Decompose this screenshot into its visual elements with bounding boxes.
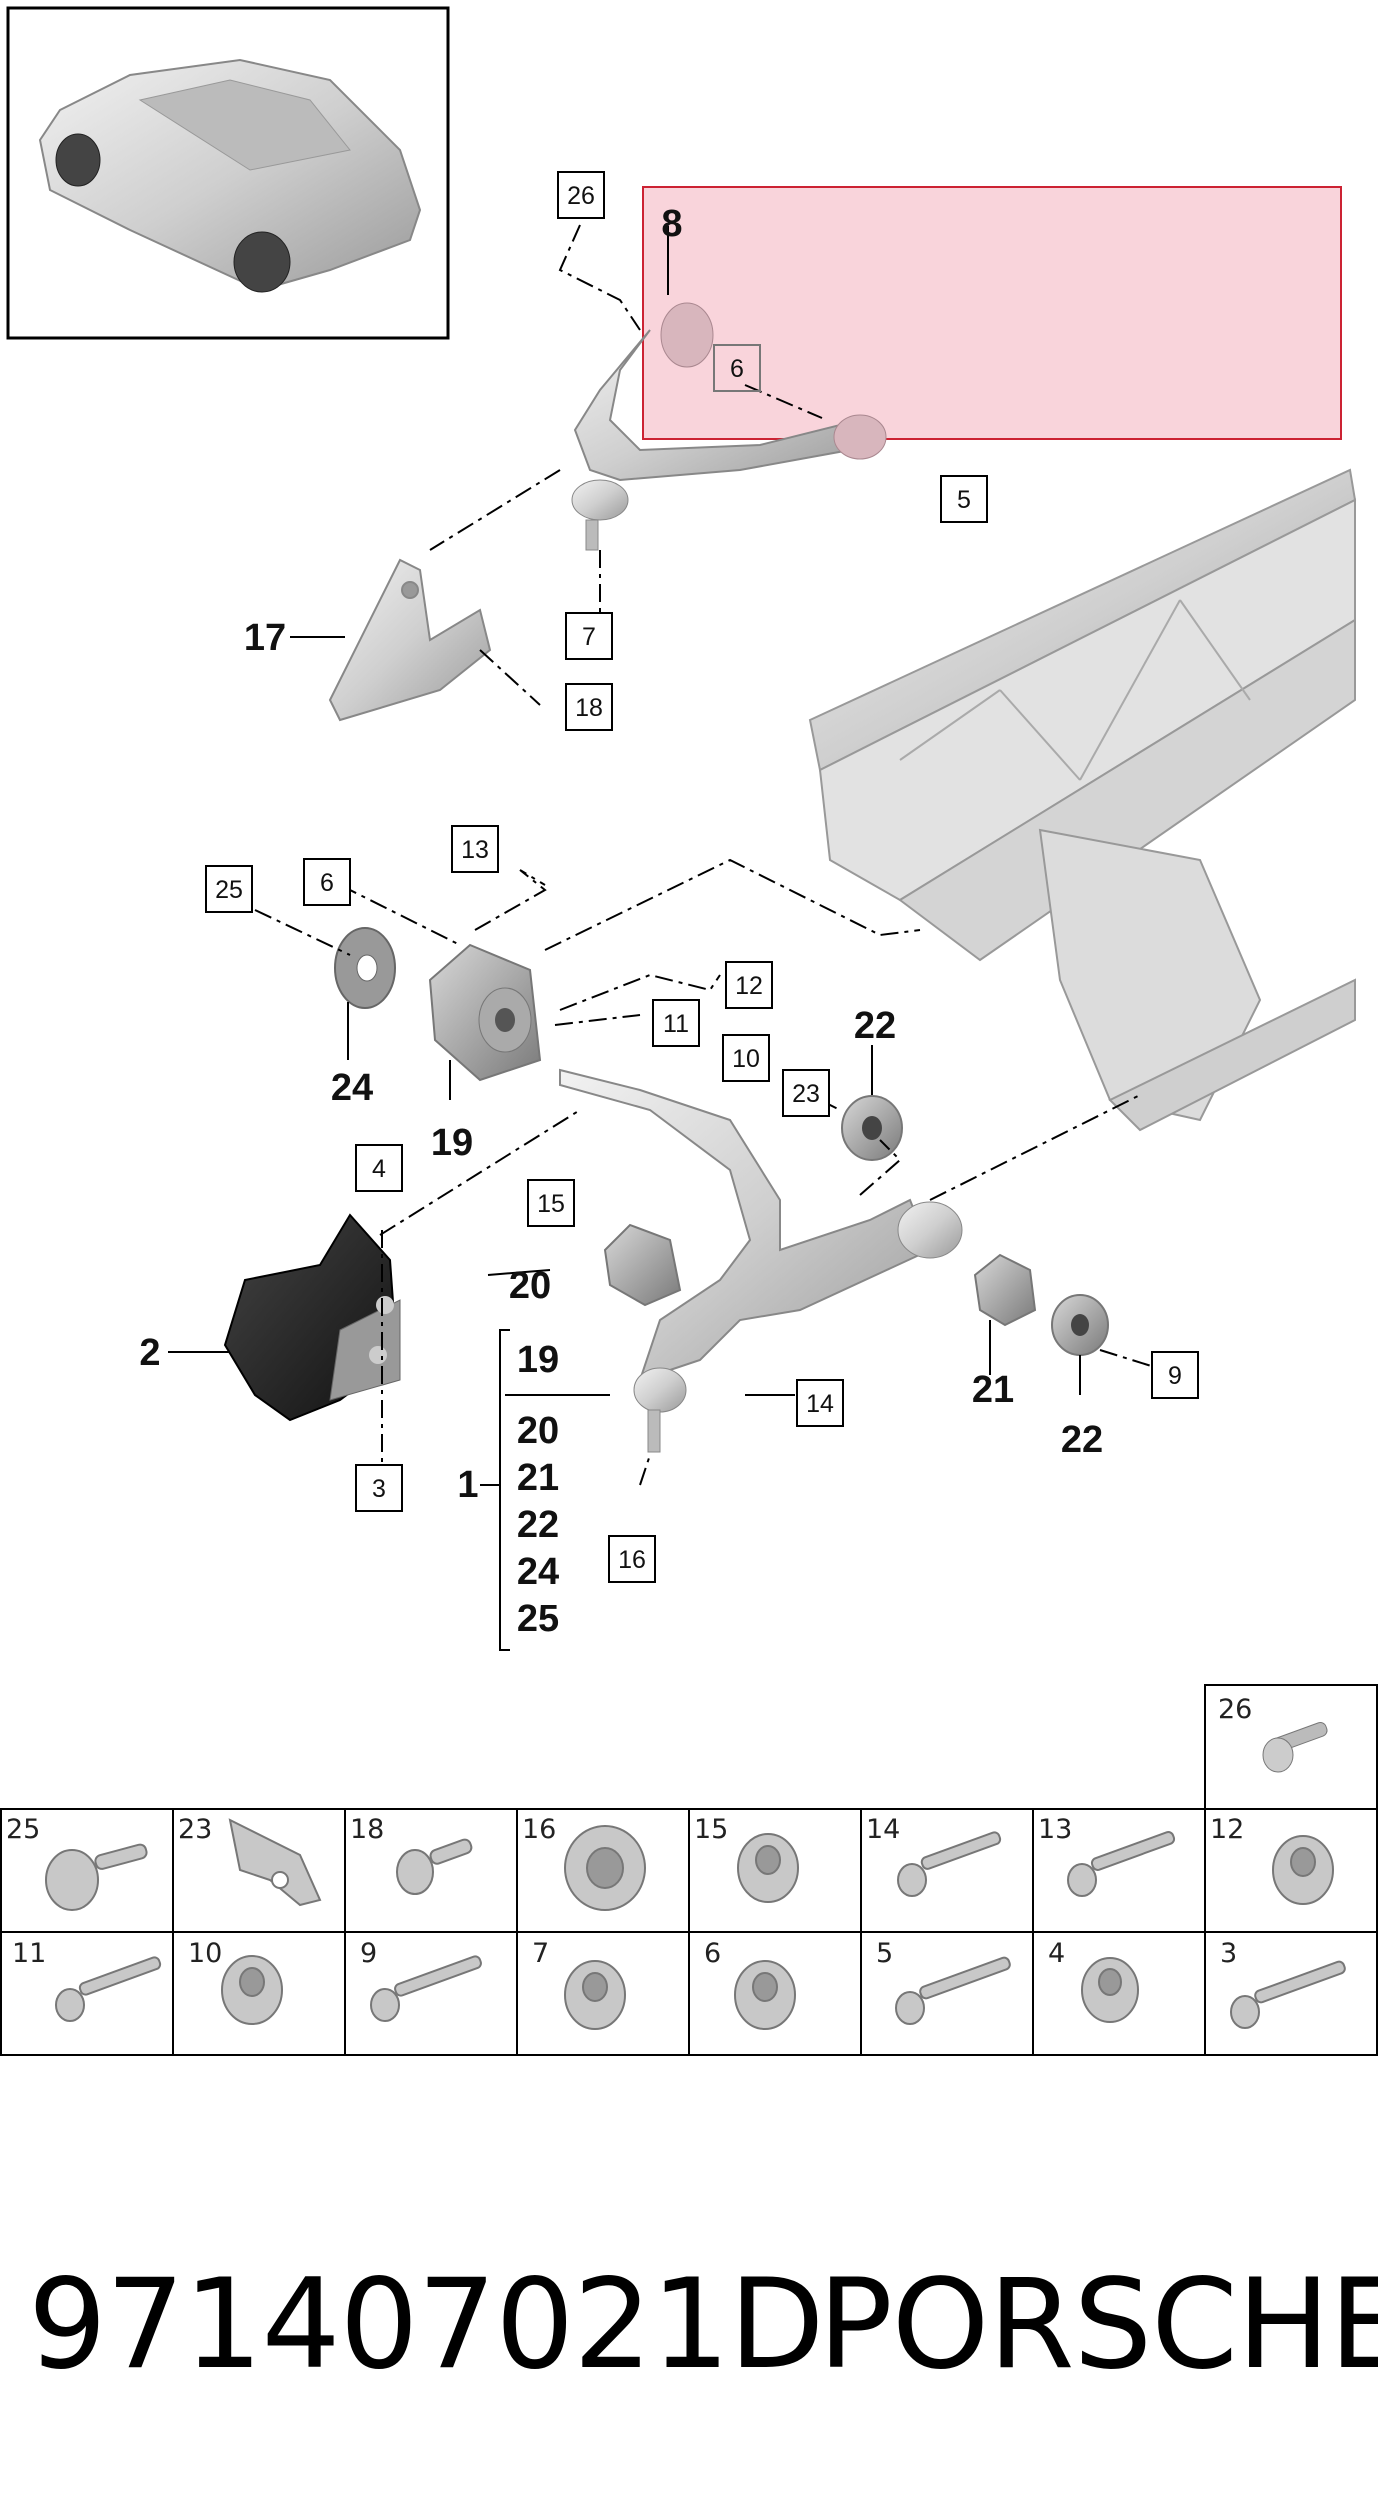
callout-6-mid: 6 [303,858,351,906]
svg-text:16: 16 [522,1814,556,1845]
callout-22-top: 22 [854,1005,896,1047]
svg-text:4: 4 [1048,1938,1065,1969]
callout-8: 8 [661,203,682,245]
svg-text:23: 23 [178,1814,212,1845]
callout-22-bottom: 22 [1061,1419,1103,1461]
grid-row-2: 11 10 9 7 6 5 4 3 [12,1938,1346,2030]
callout-18: 18 [565,683,613,731]
svg-text:9: 9 [1168,1362,1182,1390]
highlight-area [642,186,1342,440]
svg-text:25: 25 [6,1814,40,1845]
part-number: 971407021D [28,2253,825,2397]
svg-text:11: 11 [12,1938,46,1969]
kit-item-21: 21 [517,1457,559,1499]
svg-text:9: 9 [360,1938,377,1969]
callout-2: 2 [139,1332,160,1374]
svg-text:7: 7 [582,623,596,651]
svg-text:10: 10 [732,1045,760,1073]
part-2-shield [223,1213,401,1422]
kit-item-24: 24 [517,1551,559,1593]
svg-text:12: 12 [735,972,763,1000]
svg-text:3: 3 [1220,1938,1237,1969]
svg-text:6: 6 [320,869,334,897]
washer-24 [334,927,396,1009]
bushing-20 [603,1223,682,1307]
solid-leaders [168,226,1081,1651]
callout-16: 16 [608,1535,656,1583]
callout-23: 23 [782,1069,830,1117]
bushing-22-lower [1051,1294,1109,1356]
svg-text:26: 26 [1218,1694,1252,1725]
svg-text:10: 10 [188,1938,222,1969]
svg-text:25: 25 [215,876,243,904]
callout-1: 1 [457,1464,478,1506]
parts-grid [0,1684,1378,2056]
lower-control-arm [559,1068,963,1453]
brand-name: PORSCHE [818,2253,1378,2397]
callout-26: 26 [557,171,605,219]
svg-text:14: 14 [866,1814,900,1845]
vehicle-thumbnail [6,6,450,340]
callout-17: 17 [244,617,286,659]
kit-item-25: 25 [517,1598,559,1640]
bushing-21 [973,1253,1037,1327]
callout-7: 7 [565,612,613,660]
callout-19: 19 [431,1122,473,1164]
bushing-19 [428,943,542,1082]
callout-25: 25 [205,865,253,913]
kit-item-19: 19 [517,1339,559,1381]
leader-lines [254,224,1181,1486]
svg-text:26: 26 [567,182,595,210]
svg-text:13: 13 [461,836,489,864]
callout-5: 5 [940,475,988,523]
svg-text:7: 7 [532,1938,549,1969]
svg-text:4: 4 [372,1155,386,1183]
svg-text:15: 15 [694,1814,728,1845]
svg-text:16: 16 [618,1546,646,1574]
callout-4: 4 [355,1144,403,1192]
svg-text:23: 23 [792,1080,820,1108]
callout-20: 20 [509,1265,551,1307]
svg-text:15: 15 [537,1190,565,1218]
svg-text:5: 5 [957,486,971,514]
part-17-bracket [328,558,492,722]
callout-15: 15 [527,1179,575,1227]
callout-21: 21 [972,1369,1014,1411]
callout-14: 14 [796,1379,844,1427]
bushing-22-upper [841,1095,903,1161]
svg-text:6: 6 [730,355,744,383]
grid-cell-26: 26 [1218,1694,1328,1773]
callout-3: 3 [355,1464,403,1512]
upper-control-arm [571,302,887,551]
kit-item-20: 20 [517,1410,559,1452]
callout-13: 13 [451,825,499,873]
svg-text:14: 14 [806,1390,834,1418]
callout-12: 12 [725,961,773,1009]
svg-text:5: 5 [876,1938,893,1969]
svg-text:18: 18 [575,694,603,722]
callout-9: 9 [1151,1351,1199,1399]
svg-text:3: 3 [372,1475,386,1503]
svg-text:12: 12 [1210,1814,1244,1845]
kit-item-22: 22 [517,1504,559,1546]
callout-6-top: 6 [713,344,761,392]
callout-10: 10 [722,1034,770,1082]
svg-text:11: 11 [663,1010,689,1038]
subframe-illustration [808,468,1357,1132]
callout-11: 11 [652,999,700,1047]
callout-24: 24 [331,1067,373,1109]
grid-row-1: 25 23 18 16 15 14 13 12 [6,1814,1334,1911]
svg-text:13: 13 [1038,1814,1072,1845]
svg-text:6: 6 [704,1938,721,1969]
svg-text:18: 18 [350,1814,384,1845]
